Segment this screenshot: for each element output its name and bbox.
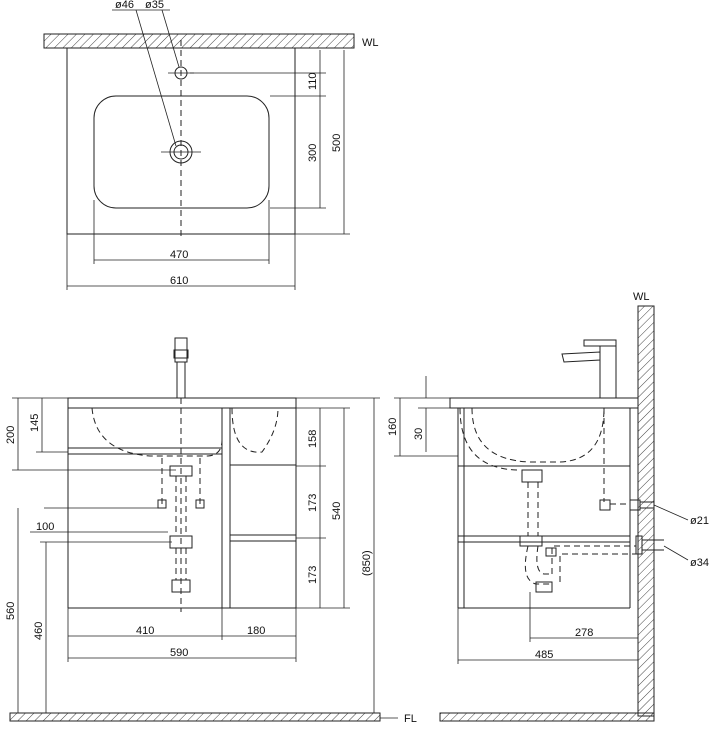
top-wall-hatch	[43, 33, 355, 49]
dim-100: 100	[36, 521, 54, 533]
side-drain-pipes	[519, 408, 664, 593]
dim-110: 110	[307, 72, 319, 90]
front-counter	[67, 397, 297, 409]
dim-200: 200	[5, 426, 17, 444]
dim-410: 410	[136, 625, 154, 637]
dim-850: (850)	[361, 550, 373, 576]
side-floor-hatch	[439, 712, 655, 722]
dim-500: 500	[331, 134, 343, 152]
side-wall-hatch	[637, 305, 655, 717]
dim-173b: 173	[307, 566, 319, 584]
phi35-label: ø35	[145, 0, 164, 11]
dim-160: 160	[387, 418, 399, 436]
dim-610: 610	[170, 275, 188, 287]
front-floor-hatch	[9, 712, 381, 722]
dim-30: 30	[413, 428, 425, 440]
phi21-label: ø21	[690, 515, 709, 527]
wl-side-label: WL	[633, 291, 650, 303]
dim-158: 158	[307, 430, 319, 448]
side-counter	[449, 397, 639, 409]
side-faucet	[561, 339, 617, 399]
front-faucet	[173, 337, 189, 399]
dim-300: 300	[307, 144, 319, 162]
dim-173a: 173	[307, 494, 319, 512]
dim-145: 145	[29, 414, 41, 432]
side-view: WL FL	[380, 291, 709, 725]
phi46-label: ø46	[115, 0, 134, 11]
dim-180: 180	[247, 625, 265, 637]
dim-278: 278	[575, 627, 593, 639]
dim-540: 540	[331, 502, 343, 520]
dim-470: 470	[170, 249, 188, 261]
front-view: 200 145 100 560 460 158 173 173 540 (850…	[5, 337, 381, 722]
dim-460: 460	[33, 622, 45, 640]
top-view: WL ø46 ø35 110 300 500	[43, 0, 379, 290]
fl-label: FL	[404, 713, 417, 725]
dim-590: 590	[170, 647, 188, 659]
dim-485: 485	[535, 649, 553, 661]
wl-top-label: WL	[362, 37, 379, 49]
phi34-label: ø34	[690, 557, 709, 569]
dim-560: 560	[5, 602, 17, 620]
